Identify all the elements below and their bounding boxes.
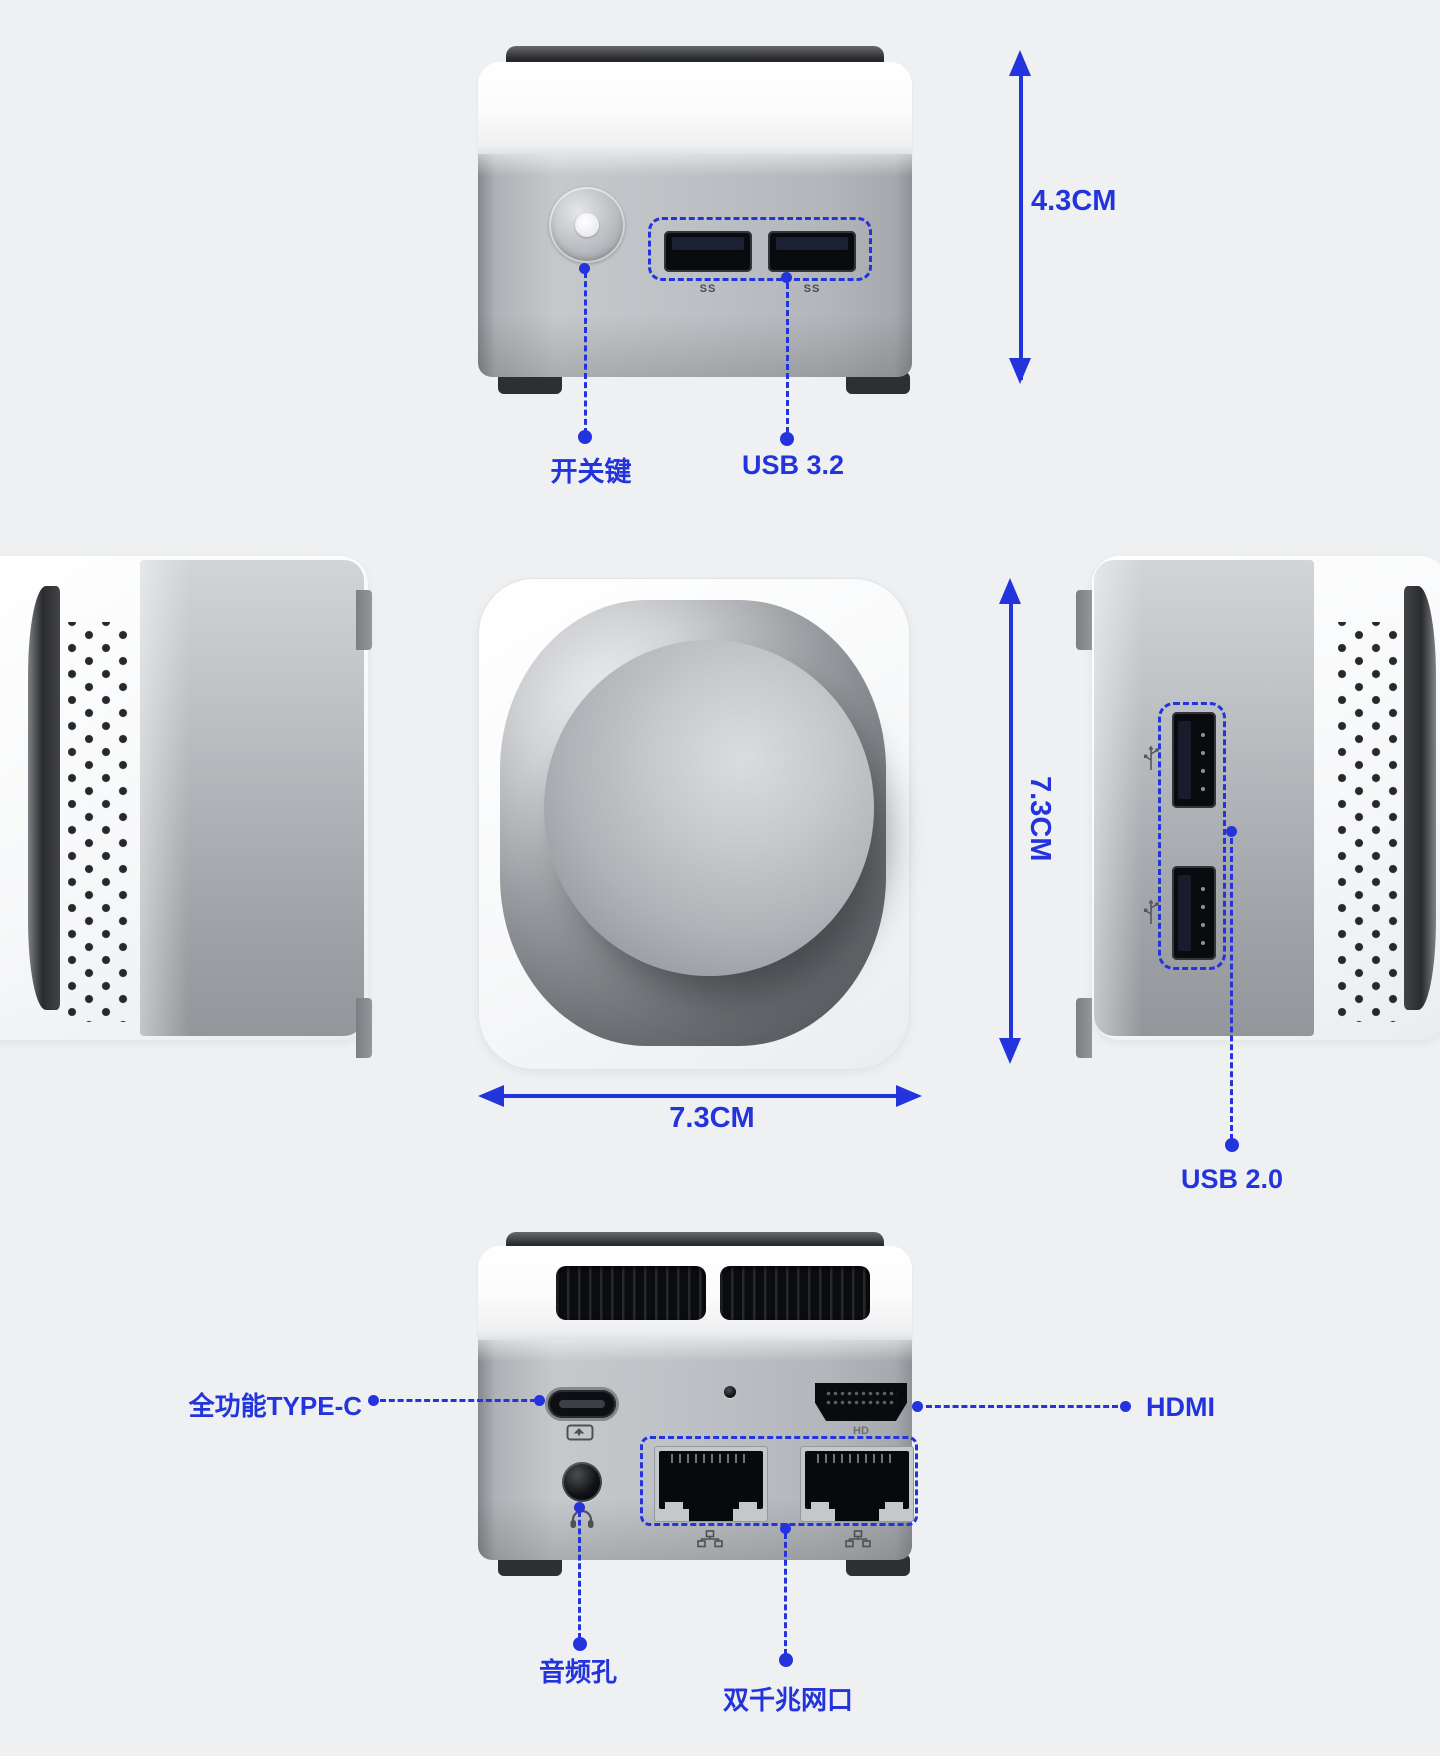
depth-arrow-down-icon [999,1038,1021,1064]
hdmi-label: HDMI [1146,1392,1215,1422]
usb20-ports-outline [1158,702,1226,970]
lan-label: 双千兆网口 [722,1685,854,1715]
usb32-port-2-tab [776,237,848,250]
usb20-port-1-pins [1199,726,1207,794]
typec-port-tongue [559,1400,605,1408]
usb32-port-1-tab [672,237,744,250]
audio-jack [562,1462,602,1502]
height-arrow-up-icon [1009,50,1031,76]
usb20-port-2-tab [1178,875,1191,951]
width-arrow-line [500,1094,898,1098]
usb32-port-1 [664,231,752,272]
rear-vent-grille-left [556,1266,706,1320]
right-side-foot-top [1076,590,1092,650]
hdmi-port-pins [825,1389,897,1407]
left-side-foot-top [356,590,372,650]
hdmi-callout-dot-left [912,1401,923,1412]
usb20-port-1 [1172,712,1216,808]
power-callout-line [584,272,587,434]
lan-port-1-clip-right [739,1502,757,1509]
reset-hole [724,1386,736,1398]
lan-callout-end [779,1653,793,1667]
usb32-label: USB 3.2 [741,450,845,480]
audio-callout-end [573,1637,587,1651]
lan-callout-line [784,1533,787,1655]
height-dimension: 4.3CM [1031,185,1117,217]
hdmi-port [815,1383,907,1421]
right-side-front-edge [1404,586,1436,1010]
height-arrow-line [1019,68,1023,380]
typec-callout-dot-right [534,1395,545,1406]
lan-port-2-notch [835,1507,879,1521]
right-side-foot-bottom [1076,998,1092,1058]
power-led-icon [575,213,599,237]
width-arrow-left-icon [478,1085,504,1107]
lan-port-2-clip-left [811,1502,829,1509]
usb20-callout-end [1225,1138,1239,1152]
usb32-port-2 [768,231,856,272]
lan-port-2-pins [817,1454,897,1463]
right-side-vent-holes [1338,622,1398,1022]
left-side-front-edge [28,586,60,1010]
depth-arrow-up-icon [999,578,1021,604]
typec-port [548,1390,616,1418]
typec-callout-line [380,1399,536,1402]
width-arrow-right-icon [896,1085,922,1107]
width-dimension: 7.3CM [669,1102,755,1134]
usb20-callout-line [1230,838,1233,1140]
usb3-ss-icon: SS [803,283,821,295]
usb32-callout-end [780,432,794,446]
usb20-label: USB 2.0 [1180,1164,1284,1194]
hdmi-logo-mark: HD [853,1425,869,1437]
lan-port-2 [800,1446,914,1522]
lan-port-1-clip-left [665,1502,683,1509]
audio-label: 音频孔 [538,1657,618,1687]
hdmi-callout-line [926,1405,1118,1408]
power-button-label: 开关键 [550,457,632,487]
usb32-ports-outline [648,217,872,281]
usb20-port-1-tab [1178,721,1191,799]
lan-ports-outline [640,1436,918,1526]
front-white-band [478,62,912,155]
lan-port-1 [654,1446,768,1522]
typec-label: 全功能TYPE-C [188,1391,362,1421]
depth-dimension: 7.3CM [1024,776,1056,862]
ethernet-icon [845,1530,871,1548]
left-side-foot-bottom [356,998,372,1058]
ethernet-icon [697,1530,723,1548]
lan-port-1-notch [689,1507,733,1521]
left-side-vent-holes [68,622,134,1022]
power-callout-end [578,430,592,444]
lan-port-2-clip-right [885,1502,903,1509]
power-callout-dot [579,263,590,274]
typec-callout-dot-left [368,1395,379,1406]
rear-vent-grille-right [720,1266,870,1320]
usb20-callout-dot [1226,826,1237,837]
lan-port-1-pins [671,1454,751,1463]
power-button [549,187,625,263]
height-arrow-down-icon [1009,358,1031,384]
front-foot-right [846,372,910,394]
usb32-callout-dot [781,272,792,283]
usb3-ss-icon: SS [699,283,717,295]
audio-callout-line [578,1511,581,1639]
usb32-callout-line [786,283,789,433]
audio-callout-dot [574,1502,585,1513]
usb20-port-2-pins [1199,880,1207,946]
usb-trident-icon [1144,745,1159,770]
depth-arrow-line [1009,596,1013,1044]
left-side-aluminum-panel [140,560,364,1036]
hdmi-callout-dot-right [1120,1401,1131,1412]
typec-display-icon [566,1424,594,1441]
usb-trident-icon [1144,899,1159,924]
usb20-port-2 [1172,866,1216,960]
front-foot-left [498,372,562,394]
top-view-dome [544,640,874,976]
lan-callout-dot [780,1523,791,1534]
